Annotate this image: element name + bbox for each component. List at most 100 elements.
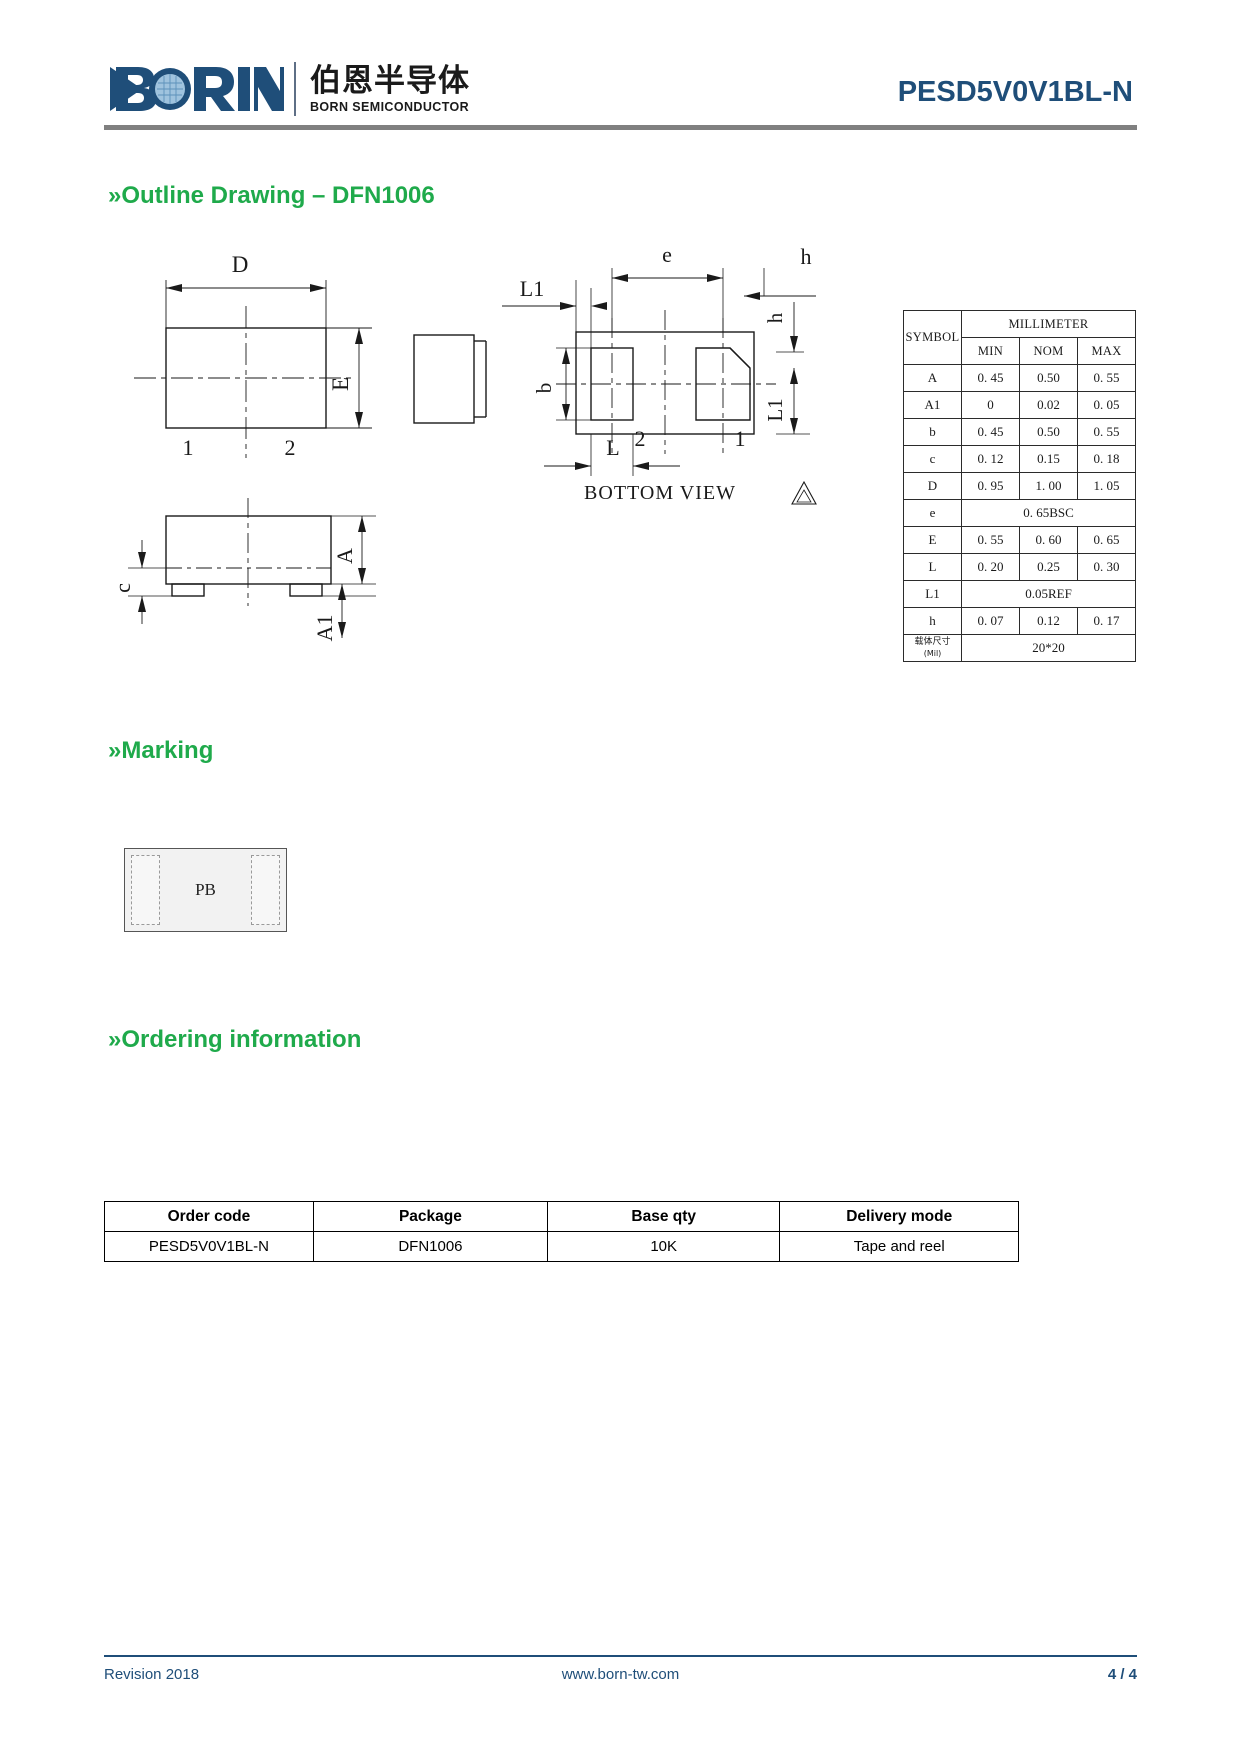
- table-row: e 0. 65BSC: [903, 499, 1136, 527]
- table-row: h 0. 07 0.12 0. 17: [903, 607, 1136, 635]
- logo-english-name: BORN SEMICONDUCTOR: [310, 100, 470, 114]
- dim-symbol: D: [903, 472, 962, 500]
- dim-min: 0. 55: [961, 526, 1020, 554]
- dim-max: 0. 55: [1077, 418, 1136, 446]
- dim-label-L1-right: L1: [763, 398, 787, 421]
- package-outline-svg: D E 1 2 e h h L1 L1 b L 2 1 BOTTOM VIEW …: [110, 242, 817, 642]
- dim-label-D: D: [232, 252, 249, 277]
- footer-website-link[interactable]: www.born-tw.com: [561, 1666, 680, 1683]
- bottomview-pin-1: 1: [735, 426, 746, 451]
- dim-min: 0. 20: [961, 553, 1020, 581]
- dim-symbol: c: [903, 445, 962, 473]
- dim-symbol: E: [903, 526, 962, 554]
- footer-divider: [104, 1655, 1137, 1657]
- logo-text-block: 伯恩半导体 BORN SEMICONDUCTOR: [310, 64, 470, 114]
- dim-nom: 0.25: [1019, 553, 1078, 581]
- dim-label-e: e: [662, 242, 672, 267]
- dim-max: 0. 18: [1077, 445, 1136, 473]
- page-header: 伯恩半导体 BORN SEMICONDUCTOR PESD5V0V1BL-N: [0, 0, 1241, 135]
- dim-symbol-carrier: 载体尺寸 (Mil): [903, 634, 962, 662]
- outline-drawing: D E 1 2 e h h L1 L1 b L 2 1 BOTTOM VIEW …: [104, 240, 1139, 690]
- logo-divider: [294, 62, 296, 116]
- dim-min: 0. 12: [961, 445, 1020, 473]
- dim-max: 1. 05: [1077, 472, 1136, 500]
- dim-label-b: b: [532, 383, 556, 394]
- dim-symbol: b: [903, 418, 962, 446]
- company-logo: 伯恩半导体 BORN SEMICONDUCTOR: [108, 62, 470, 116]
- dim-value-span: 0.05REF: [961, 580, 1136, 608]
- table-row: b 0. 45 0.50 0. 55: [903, 418, 1136, 446]
- marking-pad-right: [251, 855, 280, 925]
- dim-label-A: A: [332, 548, 357, 564]
- logo-chinese-name: 伯恩半导体: [310, 63, 470, 99]
- dimension-table: SYMBOL MILLIMETER MIN NOM MAX A 0. 45 0.…: [903, 310, 1136, 662]
- dimension-col-nom: NOM: [1019, 337, 1078, 365]
- dimension-table-unit-header: MILLIMETER: [961, 310, 1136, 338]
- dim-min: 0: [961, 391, 1020, 419]
- dim-label-c: c: [110, 583, 135, 593]
- dim-value-span: 0. 65BSC: [961, 499, 1136, 527]
- ordering-header-row: Order code Package Base qty Delivery mod…: [104, 1201, 1019, 1232]
- ordering-col-order-code: Order code: [104, 1201, 314, 1232]
- dim-max: 0. 55: [1077, 364, 1136, 392]
- dim-symbol: h: [903, 607, 962, 635]
- dim-symbol: A1: [903, 391, 962, 419]
- ordering-col-package: Package: [312, 1201, 549, 1232]
- footer-revision: Revision 2018: [104, 1666, 200, 1683]
- dim-nom: 0.12: [1019, 607, 1078, 635]
- dim-nom: 0. 60: [1019, 526, 1078, 554]
- marking-pad-left: [131, 855, 160, 925]
- dim-nom: 1. 00: [1019, 472, 1078, 500]
- dim-label-L1-top: L1: [520, 276, 544, 301]
- dim-max: 0. 05: [1077, 391, 1136, 419]
- dim-nom: 0.02: [1019, 391, 1078, 419]
- table-row: c 0. 12 0.15 0. 18: [903, 445, 1136, 473]
- dim-nom: 0.50: [1019, 418, 1078, 446]
- bottom-view-label: BOTTOM VIEW: [584, 482, 736, 504]
- table-row: L1 0.05REF: [903, 580, 1136, 608]
- dim-symbol: L1: [903, 580, 962, 608]
- carrier-size-label-cn: 载体尺寸: [914, 636, 951, 647]
- marking-diagram: PB: [124, 848, 287, 932]
- footer-page-number: 4 / 4: [1107, 1666, 1137, 1683]
- table-row: D 0. 95 1. 00 1. 05: [903, 472, 1136, 500]
- dimension-col-max: MAX: [1077, 337, 1136, 365]
- dimension-table-subheader-row: MIN NOM MAX: [904, 337, 1136, 365]
- table-row: A 0. 45 0.50 0. 55: [903, 364, 1136, 392]
- dim-min: 0. 07: [961, 607, 1020, 635]
- dimension-table-header-row: SYMBOL MILLIMETER: [903, 310, 1136, 365]
- dimension-table-symbol-header: SYMBOL: [903, 310, 962, 365]
- header-divider: [104, 125, 1137, 130]
- topview-pin-1: 1: [183, 435, 194, 460]
- table-row: PESD5V0V1BL-N DFN1006 10K Tape and reel: [104, 1231, 1019, 1262]
- ordering-cell-package: DFN1006: [312, 1231, 549, 1262]
- dim-symbol: A: [903, 364, 962, 392]
- dim-symbol: L: [903, 553, 962, 581]
- table-row: L 0. 20 0.25 0. 30: [903, 553, 1136, 581]
- dim-min: 0. 45: [961, 418, 1020, 446]
- dim-symbol: e: [903, 499, 962, 527]
- table-row: E 0. 55 0. 60 0. 65: [903, 526, 1136, 554]
- table-row: 载体尺寸 (Mil) 20*20: [903, 634, 1136, 662]
- page-footer: Revision 2018 www.born-tw.com 4 / 4: [104, 1662, 1137, 1692]
- section-title-marking: »Marking: [108, 737, 214, 764]
- dim-max: 0. 30: [1077, 553, 1136, 581]
- bottomview-pin-2: 2: [635, 426, 646, 451]
- dim-min: 0. 95: [961, 472, 1020, 500]
- carrier-size-unit: (Mil): [923, 648, 942, 658]
- section-title-ordering-information: »Ordering information: [108, 1026, 362, 1053]
- marking-code: PB: [195, 880, 216, 899]
- section-title-outline-drawing: »Outline Drawing – DFN1006: [108, 182, 435, 209]
- ordering-cell-order-code: PESD5V0V1BL-N: [104, 1231, 314, 1262]
- ordering-col-base-qty: Base qty: [546, 1201, 781, 1232]
- ordering-cell-delivery-mode: Tape and reel: [779, 1231, 1019, 1262]
- ordering-cell-base-qty: 10K: [546, 1231, 781, 1262]
- dim-max: 0. 65: [1077, 526, 1136, 554]
- ordering-col-delivery-mode: Delivery mode: [779, 1201, 1019, 1232]
- dim-label-A1: A1: [312, 615, 337, 642]
- dim-label-h-side: h: [763, 312, 787, 323]
- ordering-information-table: Order code Package Base qty Delivery mod…: [104, 1201, 1019, 1262]
- born-logo-icon: [110, 67, 284, 111]
- dim-min: 0. 45: [961, 364, 1020, 392]
